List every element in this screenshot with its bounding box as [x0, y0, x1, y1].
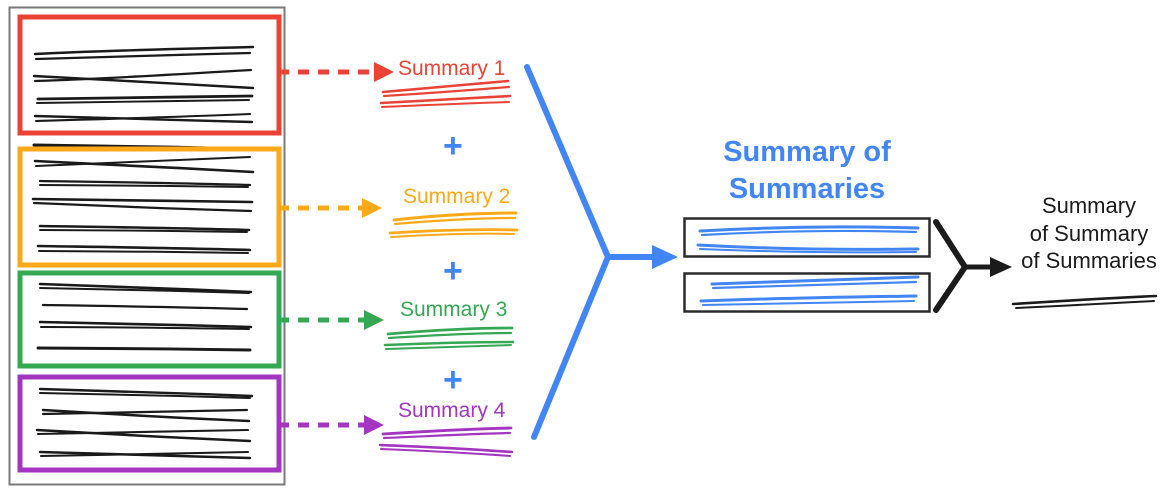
group-4-scribbles: [35, 387, 254, 460]
black-merge-fork: [933, 219, 1012, 313]
summary-3-scribble: [383, 326, 515, 350]
final-summary-line-3: of Summaries: [1021, 248, 1157, 273]
summary-1-scribble: [379, 79, 512, 108]
blue-merge-fork: [524, 64, 678, 440]
final-summary-line-1: Summary: [1041, 193, 1137, 218]
summary-2-scribble: [388, 211, 519, 238]
final-summary-scribble: [1011, 294, 1158, 309]
summary-of-summaries-line-2: Summaries: [728, 173, 886, 206]
summary-of-summaries-title: Summary of Summaries: [684, 134, 930, 208]
plus-sign-1: +: [443, 127, 463, 165]
group-1-box: [17, 14, 282, 136]
source-group-2-orange: [17, 146, 282, 268]
group-2-scribbles: [31, 156, 255, 254]
summary-of-summaries-box-2: [683, 272, 931, 313]
source-group-1-red: [17, 14, 282, 151]
dashed-arrow-2-orange: [278, 198, 382, 218]
final-summary-title: Summary of Summary of Summaries: [1013, 192, 1165, 275]
summary-3-label: Summary 3: [400, 298, 508, 321]
dashed-arrow-4-purple: [278, 415, 384, 435]
plus-sign-3: +: [443, 361, 463, 399]
summary-of-summaries-line-1: Summary of: [723, 136, 891, 168]
summary-4-label: Summary 4: [398, 399, 506, 422]
box-2-scribbles: [699, 275, 920, 306]
summary-of-summaries-box-1: [683, 217, 931, 258]
plus-sign-2: +: [443, 252, 463, 290]
source-group-3-green: [17, 270, 282, 369]
group-3-scribbles: [36, 282, 253, 352]
box-1-scribbles: [696, 225, 920, 254]
source-documents-outer-box: [8, 6, 286, 486]
final-summary-line-2: of Summary: [1029, 220, 1149, 246]
dashed-arrow-3-green: [278, 310, 384, 330]
dashed-arrow-1-red: [278, 62, 394, 82]
summary-1-label: Summary 1: [398, 57, 506, 80]
summary-4-scribble: [378, 426, 514, 457]
source-group-4-purple: [17, 374, 282, 473]
summary-2-label: Summary 2: [403, 185, 511, 208]
